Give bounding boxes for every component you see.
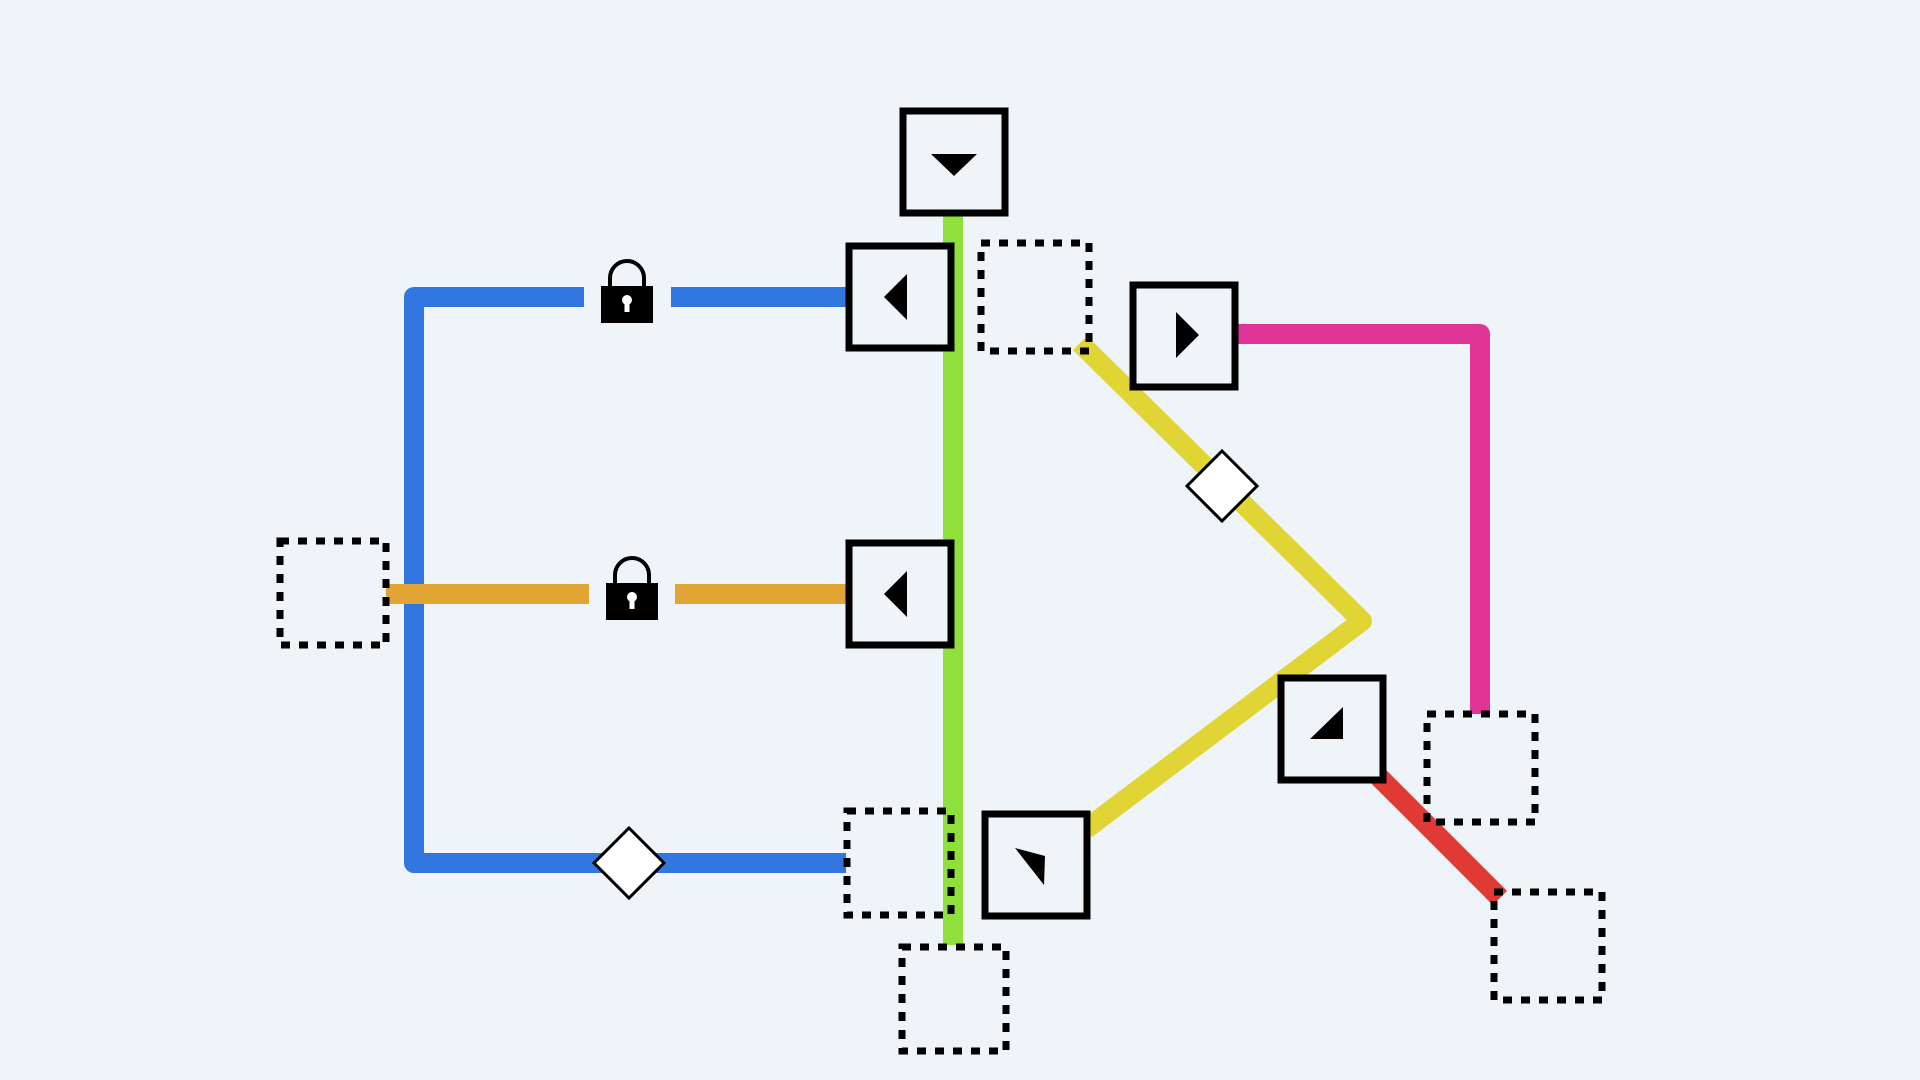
arrow-tile-right-pink[interactable] (1129, 281, 1239, 391)
empty-slot[interactable] (1423, 710, 1539, 826)
arrow-left-icon (884, 571, 907, 617)
arrow-left-icon (884, 274, 907, 320)
arrow-down-right-icon (1015, 848, 1045, 885)
empty-slot[interactable] (1490, 888, 1606, 1004)
diamond-icon (591, 825, 667, 901)
pink-track (1238, 324, 1490, 714)
arrow-tile-down-right-yellow[interactable] (981, 810, 1091, 920)
arrow-down-icon (931, 154, 977, 176)
padlock-icon (606, 556, 658, 620)
arrow-tile-corner-red[interactable] (1277, 674, 1387, 784)
empty-slot[interactable] (977, 239, 1093, 355)
arrow-right-icon (1176, 312, 1199, 358)
empty-slot[interactable] (843, 807, 955, 919)
diamond-icon (1184, 448, 1260, 524)
red-track (1364, 762, 1508, 906)
arrow-corner-icon (1310, 707, 1343, 739)
arrow-tile-left-orange[interactable] (845, 539, 955, 649)
empty-slot[interactable] (898, 943, 1010, 1055)
padlock-icon (601, 259, 653, 323)
arrow-tile-left-blue[interactable] (845, 242, 955, 352)
blue-track-left (404, 287, 846, 873)
empty-slot[interactable] (276, 537, 390, 649)
arrow-tile-down[interactable] (899, 107, 1009, 217)
blue-track (404, 287, 846, 873)
yellow-track (1072, 335, 1372, 837)
